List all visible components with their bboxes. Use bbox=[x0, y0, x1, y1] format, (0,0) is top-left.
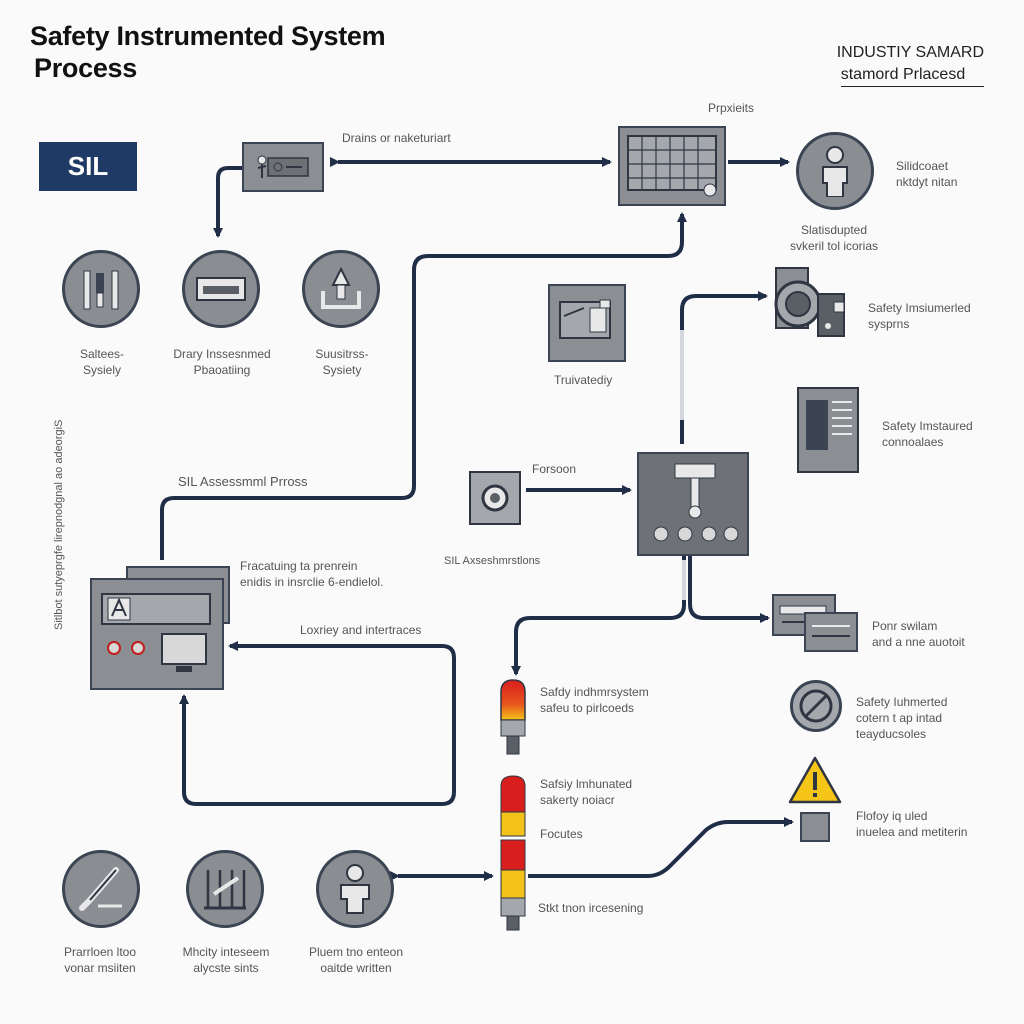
circle-instrument bbox=[182, 250, 260, 328]
monitor-icon bbox=[559, 299, 611, 339]
label-right-2: Flofoy iq uled inuelea and metiterin bbox=[856, 809, 968, 839]
gear-component bbox=[466, 468, 524, 528]
output-box bbox=[800, 812, 830, 842]
sil-badge: SIL bbox=[39, 142, 137, 191]
document-icon bbox=[797, 387, 859, 473]
central-control-panel bbox=[637, 452, 749, 556]
label-drains: Drains or naketuriart bbox=[342, 131, 451, 145]
circle-wrench bbox=[62, 850, 140, 928]
circle-valve bbox=[302, 250, 380, 328]
monitor-box bbox=[548, 284, 626, 362]
wire-loop-to-grid bbox=[160, 212, 687, 560]
stack-light-icon bbox=[500, 775, 526, 931]
prohibited-circle bbox=[790, 680, 842, 732]
wire-panel-to-circles bbox=[213, 166, 242, 238]
circle-worker bbox=[316, 850, 394, 928]
label-bottom-2: Mhcity inteseem alycste sints bbox=[182, 945, 270, 975]
label-safety-1: Safety Imsiumerled sysprns bbox=[868, 301, 971, 331]
label-light-2: Safsiy lmhunated sakerty noiacr bbox=[540, 777, 633, 807]
controller-icon bbox=[653, 463, 739, 542]
circle-tools bbox=[62, 250, 140, 328]
wire-stack-to-box bbox=[528, 817, 794, 878]
standard-line-1: INDUSTIY SAMARD bbox=[836, 44, 984, 61]
report-docs-2 bbox=[804, 612, 858, 652]
label-stack: Stkt tnon ircesening bbox=[538, 901, 644, 915]
label-circle-2: Drary Inssesnmed Pbaoatiing bbox=[173, 347, 271, 377]
label-trivate: Truivatediy bbox=[554, 373, 613, 387]
worker-icon bbox=[340, 864, 370, 914]
valve-icon bbox=[321, 267, 361, 309]
gear-icon bbox=[469, 471, 521, 525]
label-circle-1: Saltees- Sysiely bbox=[79, 347, 125, 377]
console-icon bbox=[101, 593, 211, 672]
label-sil-assessment: SIL Assessmml Prross bbox=[178, 474, 308, 489]
label-loxriey: Loxriey and intertraces bbox=[300, 623, 422, 637]
label-silidcoaet: Silidcoaet nktdyt nitan bbox=[896, 159, 958, 189]
machinery-icon bbox=[204, 870, 246, 910]
title-line-2: Process bbox=[34, 53, 137, 83]
beacon-icon bbox=[500, 679, 526, 755]
label-forsoon: Forsoon bbox=[532, 462, 577, 476]
operator-console-front bbox=[90, 578, 224, 690]
wrench-icon bbox=[79, 867, 122, 911]
warning-icon bbox=[788, 756, 842, 804]
safety-equipment bbox=[768, 266, 850, 346]
wire-console-loop bbox=[179, 644, 456, 806]
standard-line-2: stamord Prlacesd bbox=[840, 64, 984, 87]
equipment-icon bbox=[774, 267, 845, 337]
no-entry-icon bbox=[799, 689, 833, 723]
grid-icon bbox=[627, 135, 717, 197]
label-circle-3: Suusitrss- Sysiety bbox=[315, 347, 369, 377]
label-fracatuing: Fracatuing ta prenrein enidis in insrcli… bbox=[240, 559, 384, 589]
label-bottom-1: Prarrloen ltoo vonar msiiten bbox=[63, 945, 137, 975]
label-right-1: Safety Iuhmerted cotern t ap intad teayd… bbox=[856, 695, 948, 741]
label-safety-2: Safety Imstaured connoalaes bbox=[882, 419, 973, 449]
operator-circle bbox=[796, 132, 874, 210]
gauge-panel-icon bbox=[196, 277, 246, 301]
wire-panel-to-equipment bbox=[680, 291, 768, 444]
instrument-icon bbox=[257, 155, 309, 178]
standard-stamp: INDUSTIY SAMARD stamord Prlacesd bbox=[837, 42, 984, 87]
report-2-icon bbox=[812, 625, 850, 637]
label-prpxieits: Prpxieits bbox=[708, 101, 755, 115]
tools-icon bbox=[83, 270, 119, 310]
scheduler-panel bbox=[618, 126, 726, 206]
title-line-1: Safety Instrumented System bbox=[30, 21, 386, 51]
person-icon bbox=[822, 146, 848, 197]
label-sil-aksech: SIL Axseshmrstlons bbox=[444, 555, 541, 567]
warning-sign bbox=[788, 756, 842, 804]
document-stack bbox=[796, 386, 860, 474]
wire-panel-to-light bbox=[511, 556, 686, 676]
label-bottom-3: Pluem tno enteon oaitde written bbox=[308, 945, 404, 975]
stack-light bbox=[498, 774, 528, 932]
label-slatisdupted: Slatisdupted svkeril tol icorias bbox=[790, 223, 879, 253]
control-panel-small bbox=[242, 142, 324, 192]
label-light-1: Safdy indhmrsystem safeu to pirlcoeds bbox=[540, 685, 649, 715]
label-ponr: Ponr swilam and a nne auotoit bbox=[872, 619, 965, 649]
alarm-beacon bbox=[498, 678, 528, 756]
label-focutes: Focutes bbox=[540, 827, 583, 841]
circle-machinery bbox=[186, 850, 264, 928]
side-vertical-label: Sitlbot sutyeprgfe lirepnodgnal ao adeor… bbox=[53, 419, 65, 630]
page-title: Safety Instrumented System Process bbox=[30, 20, 386, 84]
wire-panel-to-docs bbox=[688, 556, 770, 623]
